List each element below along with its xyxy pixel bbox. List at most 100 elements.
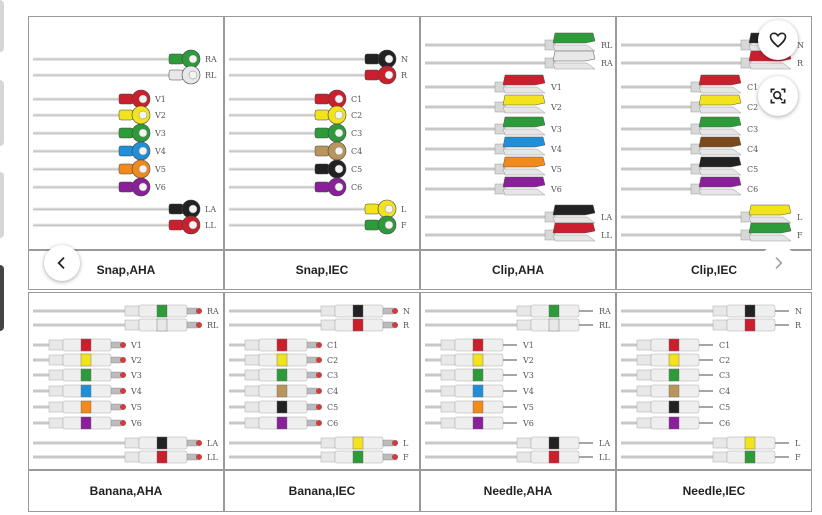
lead-plug: V6 [33, 416, 142, 430]
lead-label: C6 [719, 419, 730, 428]
caption-needle-iec: Needle,IEC [616, 470, 812, 512]
lead-wire: C5 [229, 159, 362, 179]
lead-label: C2 [351, 111, 362, 120]
lead-plug: V1 [33, 338, 142, 352]
lead-clip: C5 [621, 156, 758, 176]
lead-label: F [797, 231, 803, 240]
lead-clip: RA [425, 50, 613, 70]
lead-label: R [401, 71, 408, 80]
heart-icon [769, 32, 787, 48]
lead-wire: V4 [33, 141, 166, 161]
lead-plug: V4 [33, 384, 142, 398]
lead-label: N [401, 55, 408, 64]
lead-label: C1 [719, 341, 730, 350]
lead-label: V6 [550, 185, 562, 194]
lead-label: RL [599, 321, 611, 330]
next-image-button[interactable] [760, 245, 796, 281]
lead-clip: C3 [621, 116, 758, 136]
lead-plug: N [621, 304, 802, 318]
lead-plug: V5 [425, 400, 534, 414]
lead-plug: LL [33, 450, 218, 464]
caption-banana-aha: Banana,AHA [28, 470, 224, 512]
lead-clip: F [621, 222, 803, 242]
lead-label: RA [599, 307, 611, 316]
lead-plug: V4 [425, 384, 534, 398]
lead-plug: LA [33, 436, 218, 450]
lead-label: N [797, 41, 804, 50]
lead-plug: RA [425, 304, 611, 318]
lead-clip: V5 [425, 156, 562, 176]
lead-label: RA [205, 55, 217, 64]
lead-plug: V2 [425, 353, 534, 367]
lead-label: V2 [550, 103, 562, 112]
lead-wire: C3 [229, 123, 362, 143]
lead-label: RA [207, 307, 219, 316]
lead-plug: C1 [621, 338, 730, 352]
lead-label: L [797, 213, 803, 222]
lead-plug: C4 [229, 384, 338, 398]
lead-label: L [401, 205, 407, 214]
lead-plug: F [229, 450, 409, 464]
thumbnail-3[interactable] [0, 172, 4, 238]
lead-label: C1 [351, 95, 362, 104]
lead-clip: V1 [425, 74, 562, 94]
lead-label: V1 [522, 341, 534, 350]
lead-wire: C6 [229, 177, 362, 197]
lead-clip: C1 [621, 74, 758, 94]
thumbnail-4-selected[interactable] [0, 265, 4, 331]
lead-plug: C3 [229, 368, 338, 382]
lead-label: C3 [719, 371, 730, 380]
lead-plug: V3 [33, 368, 142, 382]
lead-label: V6 [522, 419, 534, 428]
lead-label: V5 [154, 165, 166, 174]
lead-label: C4 [747, 145, 758, 154]
visual-search-button[interactable] [758, 76, 798, 116]
lead-wire: V2 [33, 105, 166, 125]
lead-label: LA [205, 205, 216, 214]
lead-wire: LA [33, 199, 216, 219]
lead-plug: C6 [621, 416, 730, 430]
lead-plug: V5 [33, 400, 142, 414]
lead-label: V2 [130, 356, 142, 365]
lead-label: N [403, 307, 410, 316]
lead-wire: N [229, 49, 408, 69]
lead-label: C5 [747, 165, 758, 174]
lead-plug: C2 [621, 353, 730, 367]
lead-label: R [797, 59, 804, 68]
lead-plug: L [621, 436, 801, 450]
lead-label: C4 [351, 147, 362, 156]
caption-needle-aha: Needle,AHA [420, 470, 616, 512]
caption-snap-iec: Snap,IEC [224, 250, 420, 290]
lead-plug: F [621, 450, 801, 464]
previous-image-button[interactable] [44, 245, 80, 281]
lead-wire: F [229, 215, 407, 235]
lead-label: V3 [130, 371, 142, 380]
lead-plug: LA [425, 436, 610, 450]
lead-wire: C4 [229, 141, 362, 161]
lead-label: V4 [550, 145, 562, 154]
lead-wire: V6 [33, 177, 166, 197]
chevron-right-icon [775, 257, 783, 269]
lead-plug: V2 [33, 353, 142, 367]
thumbnail-1[interactable] [0, 0, 4, 52]
lead-wire: L [229, 199, 407, 219]
lead-label: C4 [719, 387, 730, 396]
lead-label: N [795, 307, 802, 316]
thumbnail-2[interactable] [0, 80, 4, 146]
save-favorite-button[interactable] [758, 20, 798, 60]
lead-plug: C5 [229, 400, 338, 414]
lead-plug: C4 [621, 384, 730, 398]
lead-label: V6 [130, 419, 142, 428]
lead-plug: RL [33, 318, 219, 332]
lead-label: C1 [327, 341, 338, 350]
lead-label: V2 [522, 356, 534, 365]
lead-label: F [403, 453, 409, 462]
lead-clip: C2 [621, 94, 758, 114]
lead-plug: R [229, 318, 410, 332]
lead-label: C3 [327, 371, 338, 380]
